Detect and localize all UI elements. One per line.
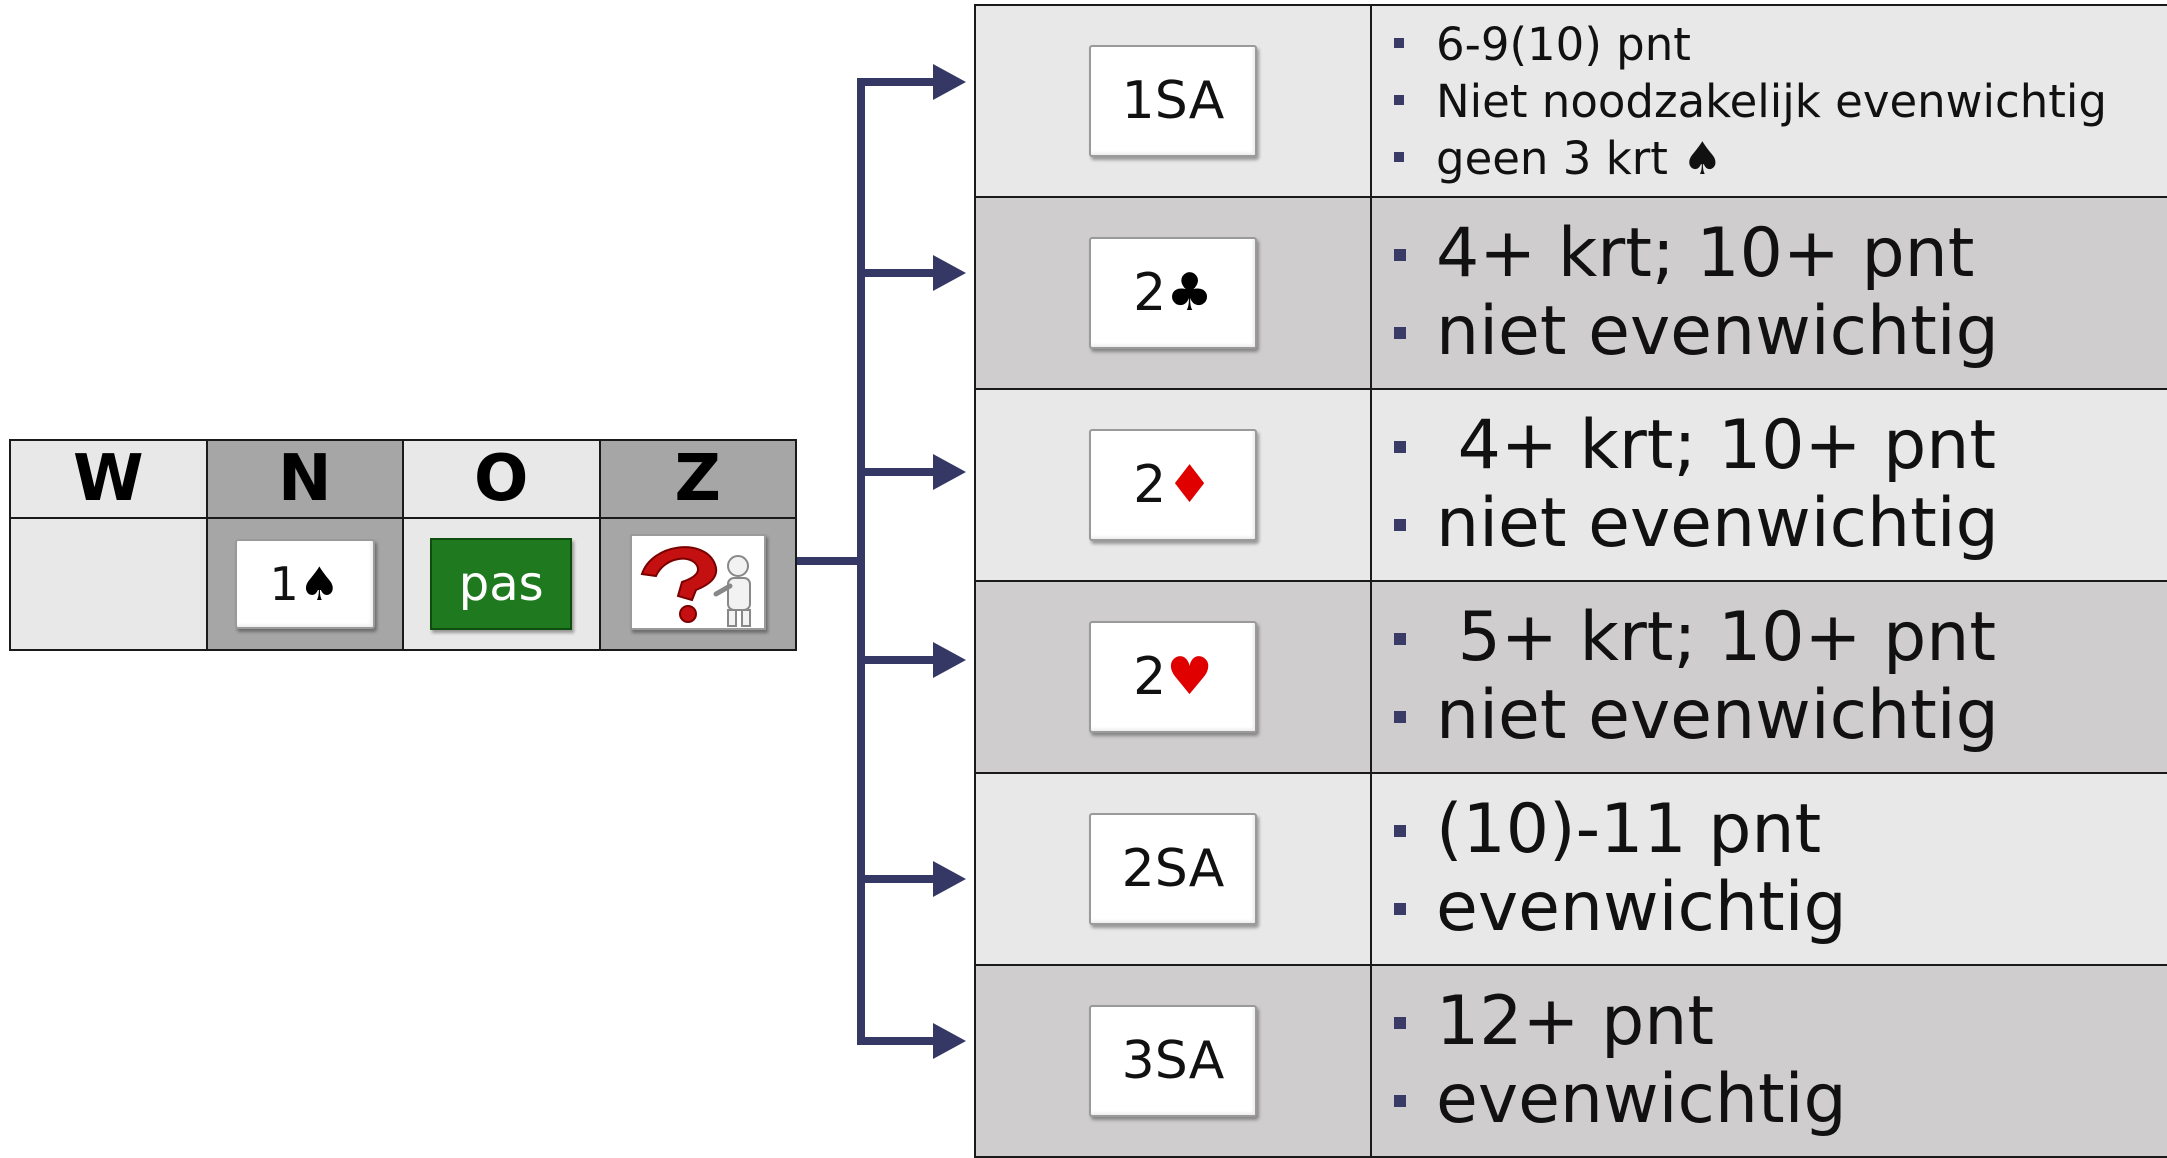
- question-figure-icon: [640, 546, 751, 627]
- bid-cell: 3SA: [974, 964, 1372, 1158]
- description-list: 4+ krt; 10+ pnt niet evenwichtig: [1386, 215, 2167, 371]
- list-item: niet evenwichtig: [1386, 677, 2167, 755]
- header-west: W: [9, 439, 208, 519]
- bid-level: 2: [1133, 263, 1167, 323]
- description-cell: (10)-11 pnt evenwichtig: [1370, 772, 2167, 966]
- arrow-head-2h: [933, 642, 966, 678]
- bid-level: 2: [1133, 647, 1167, 707]
- description-list: 6-9(10) pnt Niet noodzakelijk evenwichti…: [1386, 16, 2167, 187]
- arrow-head-2d: [933, 454, 966, 490]
- club-icon: ♣: [1166, 263, 1213, 323]
- header-south: Z: [598, 439, 797, 519]
- north-bid-card: 1♠: [234, 539, 375, 629]
- response-row-2d: 2♦ 4+ krt; 10+ pnt niet evenwichtig: [974, 388, 2167, 582]
- list-item: (10)-11 pnt: [1386, 791, 2167, 869]
- bid-level: 2: [1133, 455, 1167, 515]
- north-bid-level: 1: [269, 557, 299, 611]
- bid-card-2d: 2♦: [1089, 429, 1257, 541]
- description-list: (10)-11 pnt evenwichtig: [1386, 791, 2167, 947]
- header-north: N: [205, 439, 404, 519]
- description-cell: 5+ krt; 10+ pnt niet evenwichtig: [1370, 580, 2167, 774]
- response-row-2sa: 2SA (10)-11 pnt evenwichtig: [974, 772, 2167, 966]
- response-row-2c: 2♣ 4+ krt; 10+ pnt niet evenwichtig: [974, 196, 2167, 390]
- list-item: Niet noodzakelijk evenwichtig: [1386, 73, 2167, 130]
- header-east: O: [402, 439, 601, 519]
- bid-card-2h: 2♥: [1089, 621, 1257, 733]
- description-list: 12+ pnt evenwichtig: [1386, 983, 2167, 1139]
- bid-level: 3SA: [1121, 1031, 1225, 1091]
- east-bid-cell: pas: [402, 517, 601, 651]
- list-item: evenwichtig: [1386, 869, 2167, 947]
- description-cell: 12+ pnt evenwichtig: [1370, 964, 2167, 1158]
- arrow-head-2sa: [933, 861, 966, 897]
- list-item: evenwichtig: [1386, 1061, 2167, 1139]
- bid-card-1sa: 1SA: [1089, 45, 1257, 157]
- list-item: 4+ krt; 10+ pnt: [1386, 215, 2167, 293]
- list-item: geen 3 krt ♠: [1386, 130, 2167, 187]
- description-list: 4+ krt; 10+ pnt niet evenwichtig: [1386, 407, 2167, 563]
- bid-level: 2SA: [1121, 839, 1225, 899]
- list-item: 4+ krt; 10+ pnt: [1386, 407, 2167, 485]
- bid-cell: 2♣: [974, 196, 1372, 390]
- response-row-3sa: 3SA 12+ pnt evenwichtig: [974, 964, 2167, 1158]
- description-cell: 6-9(10) pnt Niet noodzakelijk evenwichti…: [1370, 4, 2167, 198]
- heart-icon: ♥: [1166, 647, 1213, 707]
- alert-question-icon: [629, 534, 766, 630]
- south-bid-cell: [598, 517, 797, 651]
- list-item: niet evenwichtig: [1386, 485, 2167, 563]
- response-row-2h: 2♥ 5+ krt; 10+ pnt niet evenwichtig: [974, 580, 2167, 774]
- list-item: 6-9(10) pnt: [1386, 16, 2167, 73]
- bid-cell: 1SA: [974, 4, 1372, 198]
- arrow-head-2c: [933, 255, 966, 291]
- bid-cell: 2♥: [974, 580, 1372, 774]
- bid-card-2sa: 2SA: [1089, 813, 1257, 925]
- list-item: niet evenwichtig: [1386, 293, 2167, 371]
- bidding-table: W N O Z 1♠ pas: [9, 439, 797, 651]
- description-cell: 4+ krt; 10+ pnt niet evenwichtig: [1370, 388, 2167, 582]
- description-list: 5+ krt; 10+ pnt niet evenwichtig: [1386, 599, 2167, 755]
- bid-card-2c: 2♣: [1089, 237, 1257, 349]
- bid-cell: 2♦: [974, 388, 1372, 582]
- west-bid-cell: [9, 517, 208, 651]
- bid-card-3sa: 3SA: [1089, 1005, 1257, 1117]
- response-row-1sa: 1SA 6-9(10) pnt Niet noodzakelijk evenwi…: [974, 4, 2167, 198]
- description-cell: 4+ krt; 10+ pnt niet evenwichtig: [1370, 196, 2167, 390]
- arrow-head-1sa: [933, 64, 966, 100]
- arrow-head-3sa: [933, 1023, 966, 1059]
- spade-icon: ♠: [298, 557, 341, 611]
- response-table: 1SA 6-9(10) pnt Niet noodzakelijk evenwi…: [974, 4, 2167, 1158]
- north-bid-cell: 1♠: [205, 517, 404, 651]
- list-item: 5+ krt; 10+ pnt: [1386, 599, 2167, 677]
- diamond-icon: ♦: [1166, 455, 1213, 515]
- pass-card: pas: [430, 538, 573, 630]
- list-item: 12+ pnt: [1386, 983, 2167, 1061]
- bid-level: 1SA: [1121, 71, 1225, 131]
- bid-cell: 2SA: [974, 772, 1372, 966]
